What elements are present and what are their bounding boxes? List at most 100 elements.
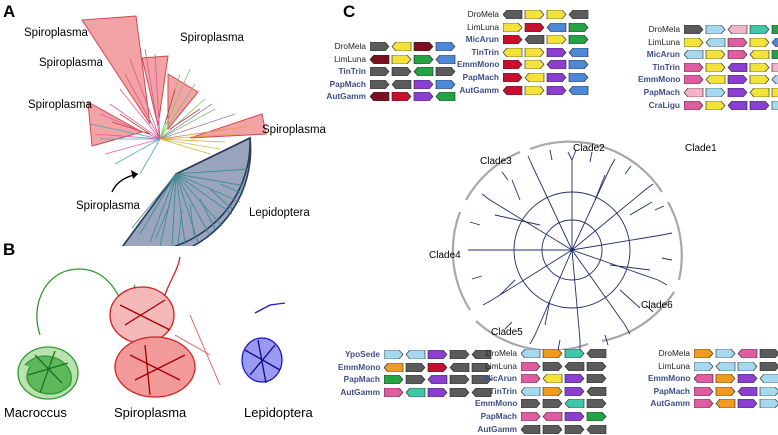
gene-arrow-track	[503, 22, 589, 32]
gene-arrow-track	[684, 62, 778, 72]
gene-arrow-green	[435, 92, 456, 102]
gene-arrow-track	[503, 85, 589, 95]
gene-arrow-pink	[727, 50, 748, 60]
species-name: PapMach	[343, 374, 380, 385]
gene-arrow-gray	[405, 375, 426, 385]
gene-arrow-yellow	[524, 47, 545, 57]
gene-arrow-pink	[684, 62, 704, 72]
species-name: TinTrin	[338, 66, 366, 77]
gene-arrow-gray	[471, 350, 492, 359]
clade2-label: Clade2	[573, 143, 605, 154]
gene-arrow-teal	[564, 349, 585, 358]
species-name: TinTrin	[489, 385, 517, 396]
gene-arrow-green	[568, 22, 589, 32]
gene-arrow-red	[524, 22, 545, 32]
panel-letter-b: B	[3, 240, 16, 259]
clade3-label: Clade3	[480, 156, 512, 167]
gene-arrow-purple	[546, 60, 567, 70]
gene-arrow-track	[521, 411, 607, 421]
gene-arrow-lightblue	[384, 350, 404, 359]
circular-tree-branches	[468, 149, 673, 350]
species-name: EmmMono	[338, 361, 381, 372]
gene-arrow-yellow	[749, 75, 770, 85]
panel-a-tree	[81, 15, 267, 246]
gene-arrow-pink	[521, 361, 541, 371]
gene-arrow-teal	[405, 387, 426, 397]
gene-arrow-pink	[521, 374, 541, 384]
gene-arrow-yellow	[546, 10, 567, 19]
gene-arrow-track	[384, 375, 492, 385]
gene-arrow-yellow	[524, 10, 545, 19]
gene-arrow-gray	[449, 362, 470, 372]
gene-arrow-gray	[449, 350, 470, 359]
gene-arrow-track	[684, 87, 778, 97]
gene-arrow-orange	[715, 386, 736, 396]
gene-arrow-gray	[449, 375, 470, 385]
gene-arrow-purple	[564, 374, 585, 384]
gene-arrow-yellow	[749, 37, 770, 47]
gene-arrow-track	[684, 50, 778, 60]
gene-arrow-red	[427, 362, 448, 372]
gene-arrow-track	[521, 424, 607, 434]
gene-arrow-yellow	[705, 50, 726, 60]
gene-arrow-blue	[771, 37, 778, 47]
species-name: DroMela	[334, 41, 366, 51]
species-name: LimLuna	[334, 53, 366, 64]
species-name: EmmMono	[648, 373, 691, 384]
gene-arrow-track	[503, 60, 589, 70]
gene-arrow-gray	[370, 67, 390, 77]
species-name: MicArun	[646, 49, 680, 60]
gene-arrow-gray	[521, 399, 541, 409]
gene-arrow-green	[413, 54, 434, 64]
gene-arrow-yellow	[749, 50, 770, 60]
gene-arrow-purple	[737, 399, 758, 409]
gene-arrow-gray	[503, 10, 523, 19]
gene-arrow-gray	[435, 67, 456, 77]
gene-arrow-track	[384, 362, 492, 372]
gene-arrow-track	[521, 399, 607, 409]
gene-arrow-pink	[694, 374, 714, 384]
gene-arrow-green	[384, 375, 404, 385]
gene-arrow-purple	[427, 350, 448, 359]
species-name: AutGamm	[326, 91, 366, 102]
panel-a-branches	[89, 48, 251, 175]
gene-arrow-purple	[564, 411, 585, 421]
gene-arrow-purple	[564, 386, 585, 396]
species-name: LimLuna	[485, 360, 517, 371]
species-name: EmmMono	[457, 59, 500, 70]
gene-arrow-yellow	[749, 87, 770, 97]
species-name: LimLuna	[658, 360, 690, 371]
species-name: AutGamm	[650, 398, 690, 409]
gene-arrow-track	[694, 361, 778, 371]
gene-arrow-gray	[471, 375, 492, 385]
gene-arrow-darkred	[370, 92, 390, 102]
species-name: EmmMono	[638, 74, 681, 85]
gene-arrow-gray	[586, 399, 607, 409]
gene-arrow-purple	[727, 62, 748, 72]
gene-arrow-gray	[586, 349, 607, 358]
lepidoptera-branches	[131, 168, 249, 246]
species-name: TinTrin	[471, 46, 499, 57]
gene-arrow-orange	[542, 349, 563, 358]
gene-arrow-orange	[384, 362, 404, 372]
gene-arrow-blue	[435, 79, 456, 89]
species-name: LimLuna	[467, 21, 499, 32]
species-name: LimLuna	[648, 36, 680, 47]
gene-arrow-pink	[684, 100, 704, 110]
gene-arrow-gray	[471, 362, 492, 372]
gene-arrow-teal	[564, 399, 585, 409]
gene-arrow-red	[503, 60, 523, 70]
species-name: PapMach	[653, 385, 690, 396]
gene-arrow-blue	[568, 60, 589, 70]
gene-arrow-blue	[568, 85, 589, 95]
gene-arrow-track	[521, 374, 607, 384]
gene-arrow-purple	[546, 47, 567, 57]
gene-arrow-gray	[391, 79, 412, 89]
gene-arrow-purple	[546, 72, 567, 82]
gene-arrow-gray	[449, 387, 470, 397]
gene-arrow-purple	[727, 100, 748, 110]
gene-arrow-purple	[427, 375, 448, 385]
gene-arrow-gray	[524, 35, 545, 45]
gene-arrow-track	[694, 386, 778, 396]
gene-arrow-track	[694, 399, 778, 409]
